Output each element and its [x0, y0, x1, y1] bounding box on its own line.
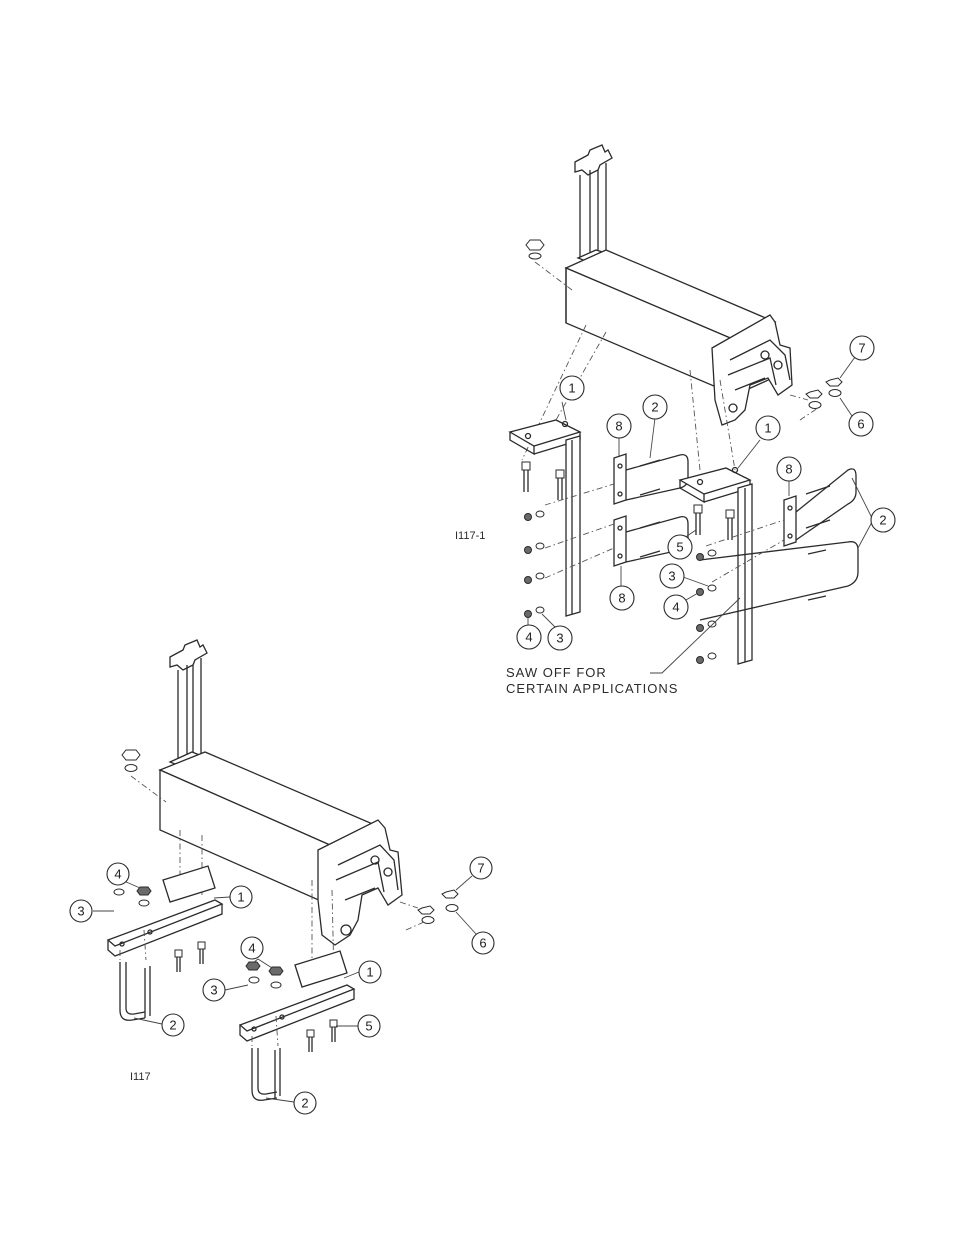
- svg-text:2: 2: [301, 1096, 308, 1111]
- lower-callout-2b: 2: [266, 1092, 316, 1114]
- upper-callout-5: 5: [668, 530, 696, 559]
- upper-drawing-id: I117-1: [455, 530, 485, 542]
- lower-callout-3a: 3: [70, 900, 114, 922]
- lower-callout-2a: 2: [134, 1014, 184, 1036]
- upper-callout-6: 6: [840, 398, 873, 436]
- saw-off-note-line-1: SAW OFF FOR: [506, 665, 607, 680]
- svg-text:1: 1: [764, 421, 771, 436]
- upper-left-bracket: [510, 420, 580, 616]
- lower-drawing-id: I117: [130, 1071, 151, 1083]
- svg-text:2: 2: [879, 513, 886, 528]
- svg-text:1: 1: [568, 381, 575, 396]
- svg-text:2: 2: [169, 1018, 176, 1033]
- lower-mast: [170, 640, 212, 770]
- svg-text:5: 5: [676, 540, 683, 555]
- upper-callout-8b: 8: [777, 457, 801, 496]
- svg-text:4: 4: [525, 630, 532, 645]
- svg-text:8: 8: [618, 591, 625, 606]
- upper-callout-7: 7: [840, 336, 874, 378]
- upper-callout-3b: 3: [660, 564, 708, 588]
- upper-callout-1a: 1: [560, 376, 584, 420]
- svg-text:3: 3: [668, 569, 675, 584]
- upper-left-hardware: [525, 511, 545, 618]
- svg-text:6: 6: [479, 936, 486, 951]
- upper-right-clamps: [700, 469, 858, 620]
- lower-callout-5: 5: [336, 1015, 380, 1037]
- upper-callout-3a: 3: [542, 614, 572, 650]
- svg-text:8: 8: [785, 462, 792, 477]
- upper-callout-2b: 2: [852, 478, 895, 548]
- svg-text:2: 2: [651, 400, 658, 415]
- upper-callout-4a: 4: [517, 618, 541, 649]
- lower-callout-7: 7: [456, 857, 492, 890]
- upper-callout-8a: 8: [607, 414, 631, 456]
- upper-callout-1b: 1: [738, 416, 780, 468]
- upper-callout-2a: 2: [643, 395, 667, 458]
- upper-mast: [575, 145, 612, 264]
- lower-right-hardware: [246, 962, 283, 988]
- upper-right-bracket: [680, 468, 752, 665]
- lower-hitch-hardware: [400, 890, 458, 930]
- lower-callout-4a: 4: [107, 863, 140, 888]
- lower-assembly: 4 3 1 4 3 1 5 2: [70, 640, 494, 1114]
- lower-callout-3b: 3: [203, 979, 248, 1001]
- saw-off-note-line-2: CERTAIN APPLICATIONS: [506, 681, 678, 696]
- upper-callout-8c: 8: [610, 566, 634, 610]
- svg-text:1: 1: [366, 965, 373, 980]
- svg-text:7: 7: [477, 861, 484, 876]
- svg-text:3: 3: [556, 631, 563, 646]
- svg-text:6: 6: [857, 417, 864, 432]
- svg-text:3: 3: [210, 983, 217, 998]
- upper-top-nut: [526, 240, 572, 290]
- svg-text:8: 8: [615, 419, 622, 434]
- upper-callout-4b: 4: [664, 593, 698, 619]
- upper-hitch-hardware: [790, 378, 842, 420]
- svg-text:7: 7: [858, 341, 865, 356]
- upper-right-hardware: [697, 550, 717, 664]
- lower-callout-1b: 1: [344, 961, 381, 983]
- svg-text:1: 1: [237, 890, 244, 905]
- lower-left-channel: [108, 866, 222, 1020]
- svg-text:3: 3: [77, 904, 84, 919]
- svg-text:4: 4: [248, 941, 255, 956]
- svg-text:5: 5: [365, 1019, 372, 1034]
- svg-text:4: 4: [114, 867, 121, 882]
- lower-callout-6: 6: [456, 912, 494, 954]
- upper-assembly: 1 2 8 1 8 2 7 6: [455, 145, 895, 696]
- svg-text:4: 4: [672, 600, 679, 615]
